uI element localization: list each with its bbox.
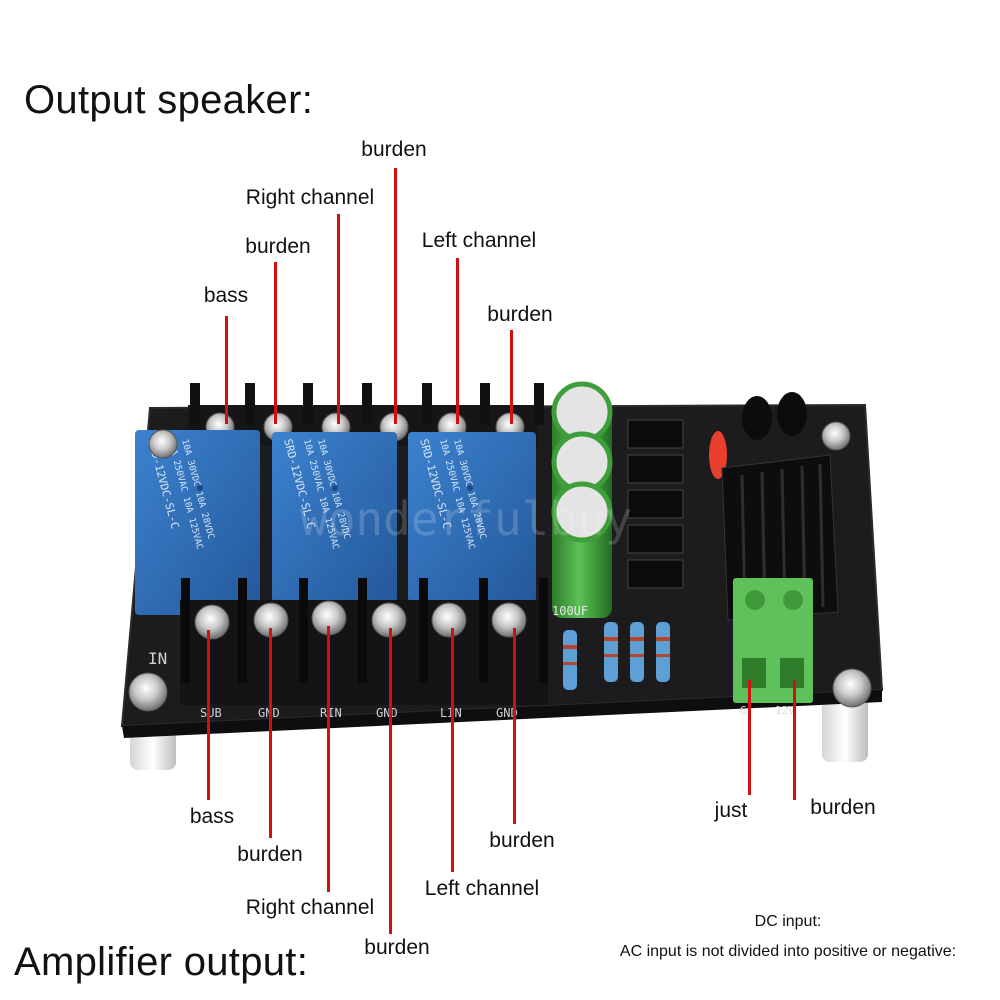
capacitor-group <box>551 381 613 618</box>
bottom-label-right-channel: Right channel <box>245 896 375 919</box>
leader-top-burden-3 <box>510 330 513 424</box>
leader-top-left-channel <box>456 258 459 424</box>
dc-pin-ground: G <box>740 704 747 717</box>
ic-chips <box>627 419 684 589</box>
bottom-label-burden-2: burden <box>364 936 430 959</box>
terminal-label-gnd-2: GND <box>376 706 398 720</box>
bottom-label-burden-3: burden <box>489 829 555 852</box>
transistors <box>742 392 807 440</box>
leader-bottom-burden-2 <box>389 628 392 934</box>
dc-label-burden: burden <box>810 796 876 819</box>
standoff-right <box>822 690 868 762</box>
leader-top-bass <box>225 316 228 424</box>
leader-bottom-burden-3 <box>513 628 516 824</box>
leader-bottom-left-channel <box>451 628 454 872</box>
amplifier-output-heading: Amplifier output: <box>14 940 309 984</box>
terminal-label-sub: SUB <box>200 706 222 720</box>
bottom-label-left-channel: Left channel <box>424 877 540 900</box>
input-terminal-block <box>180 578 548 705</box>
leader-dc-just <box>748 680 751 795</box>
terminal-label-rin: RIN <box>320 706 342 720</box>
bottom-label-burden-1: burden <box>237 843 303 866</box>
ac-input-note: AC input is not divided into positive or… <box>619 943 957 960</box>
top-label-burden-2: burden <box>361 138 427 161</box>
leader-bottom-right-channel <box>327 626 330 892</box>
led <box>709 431 727 479</box>
dc-input-note: DC input: <box>754 913 822 930</box>
top-label-left-channel: Left channel <box>421 229 537 252</box>
terminal-label-gnd-1: GND <box>258 706 280 720</box>
top-label-right-channel: Right channel <box>245 186 375 209</box>
leader-dc-burden <box>793 680 796 800</box>
bottom-label-bass: bass <box>189 805 235 828</box>
watermark: wonderfulbuy <box>300 492 632 546</box>
relay-2 <box>272 432 397 602</box>
output-speaker-heading: Output speaker: <box>24 78 314 122</box>
leader-top-right-channel <box>337 214 340 424</box>
dc-input-terminal <box>733 578 813 703</box>
leader-bottom-bass <box>207 630 210 800</box>
relay-1 <box>135 430 260 615</box>
top-label-bass: bass <box>203 284 249 307</box>
top-label-burden-3: burden <box>487 303 553 326</box>
leader-top-burden-2 <box>394 168 397 424</box>
dc-label-just: just <box>714 799 748 822</box>
terminal-label-gnd-3: GND <box>496 706 518 720</box>
leader-bottom-burden-1 <box>269 628 272 838</box>
dc-pin-12v: 12V <box>775 704 795 717</box>
capacitor-value: 100UF <box>552 604 588 618</box>
terminal-label-lin: LIN <box>440 706 462 720</box>
leader-top-burden-1 <box>274 262 277 424</box>
top-label-burden-1: burden <box>245 235 311 258</box>
mounting-screws <box>128 421 872 712</box>
board-side-label: IN <box>148 649 167 668</box>
resistors <box>563 622 670 690</box>
relay-3 <box>408 432 536 602</box>
